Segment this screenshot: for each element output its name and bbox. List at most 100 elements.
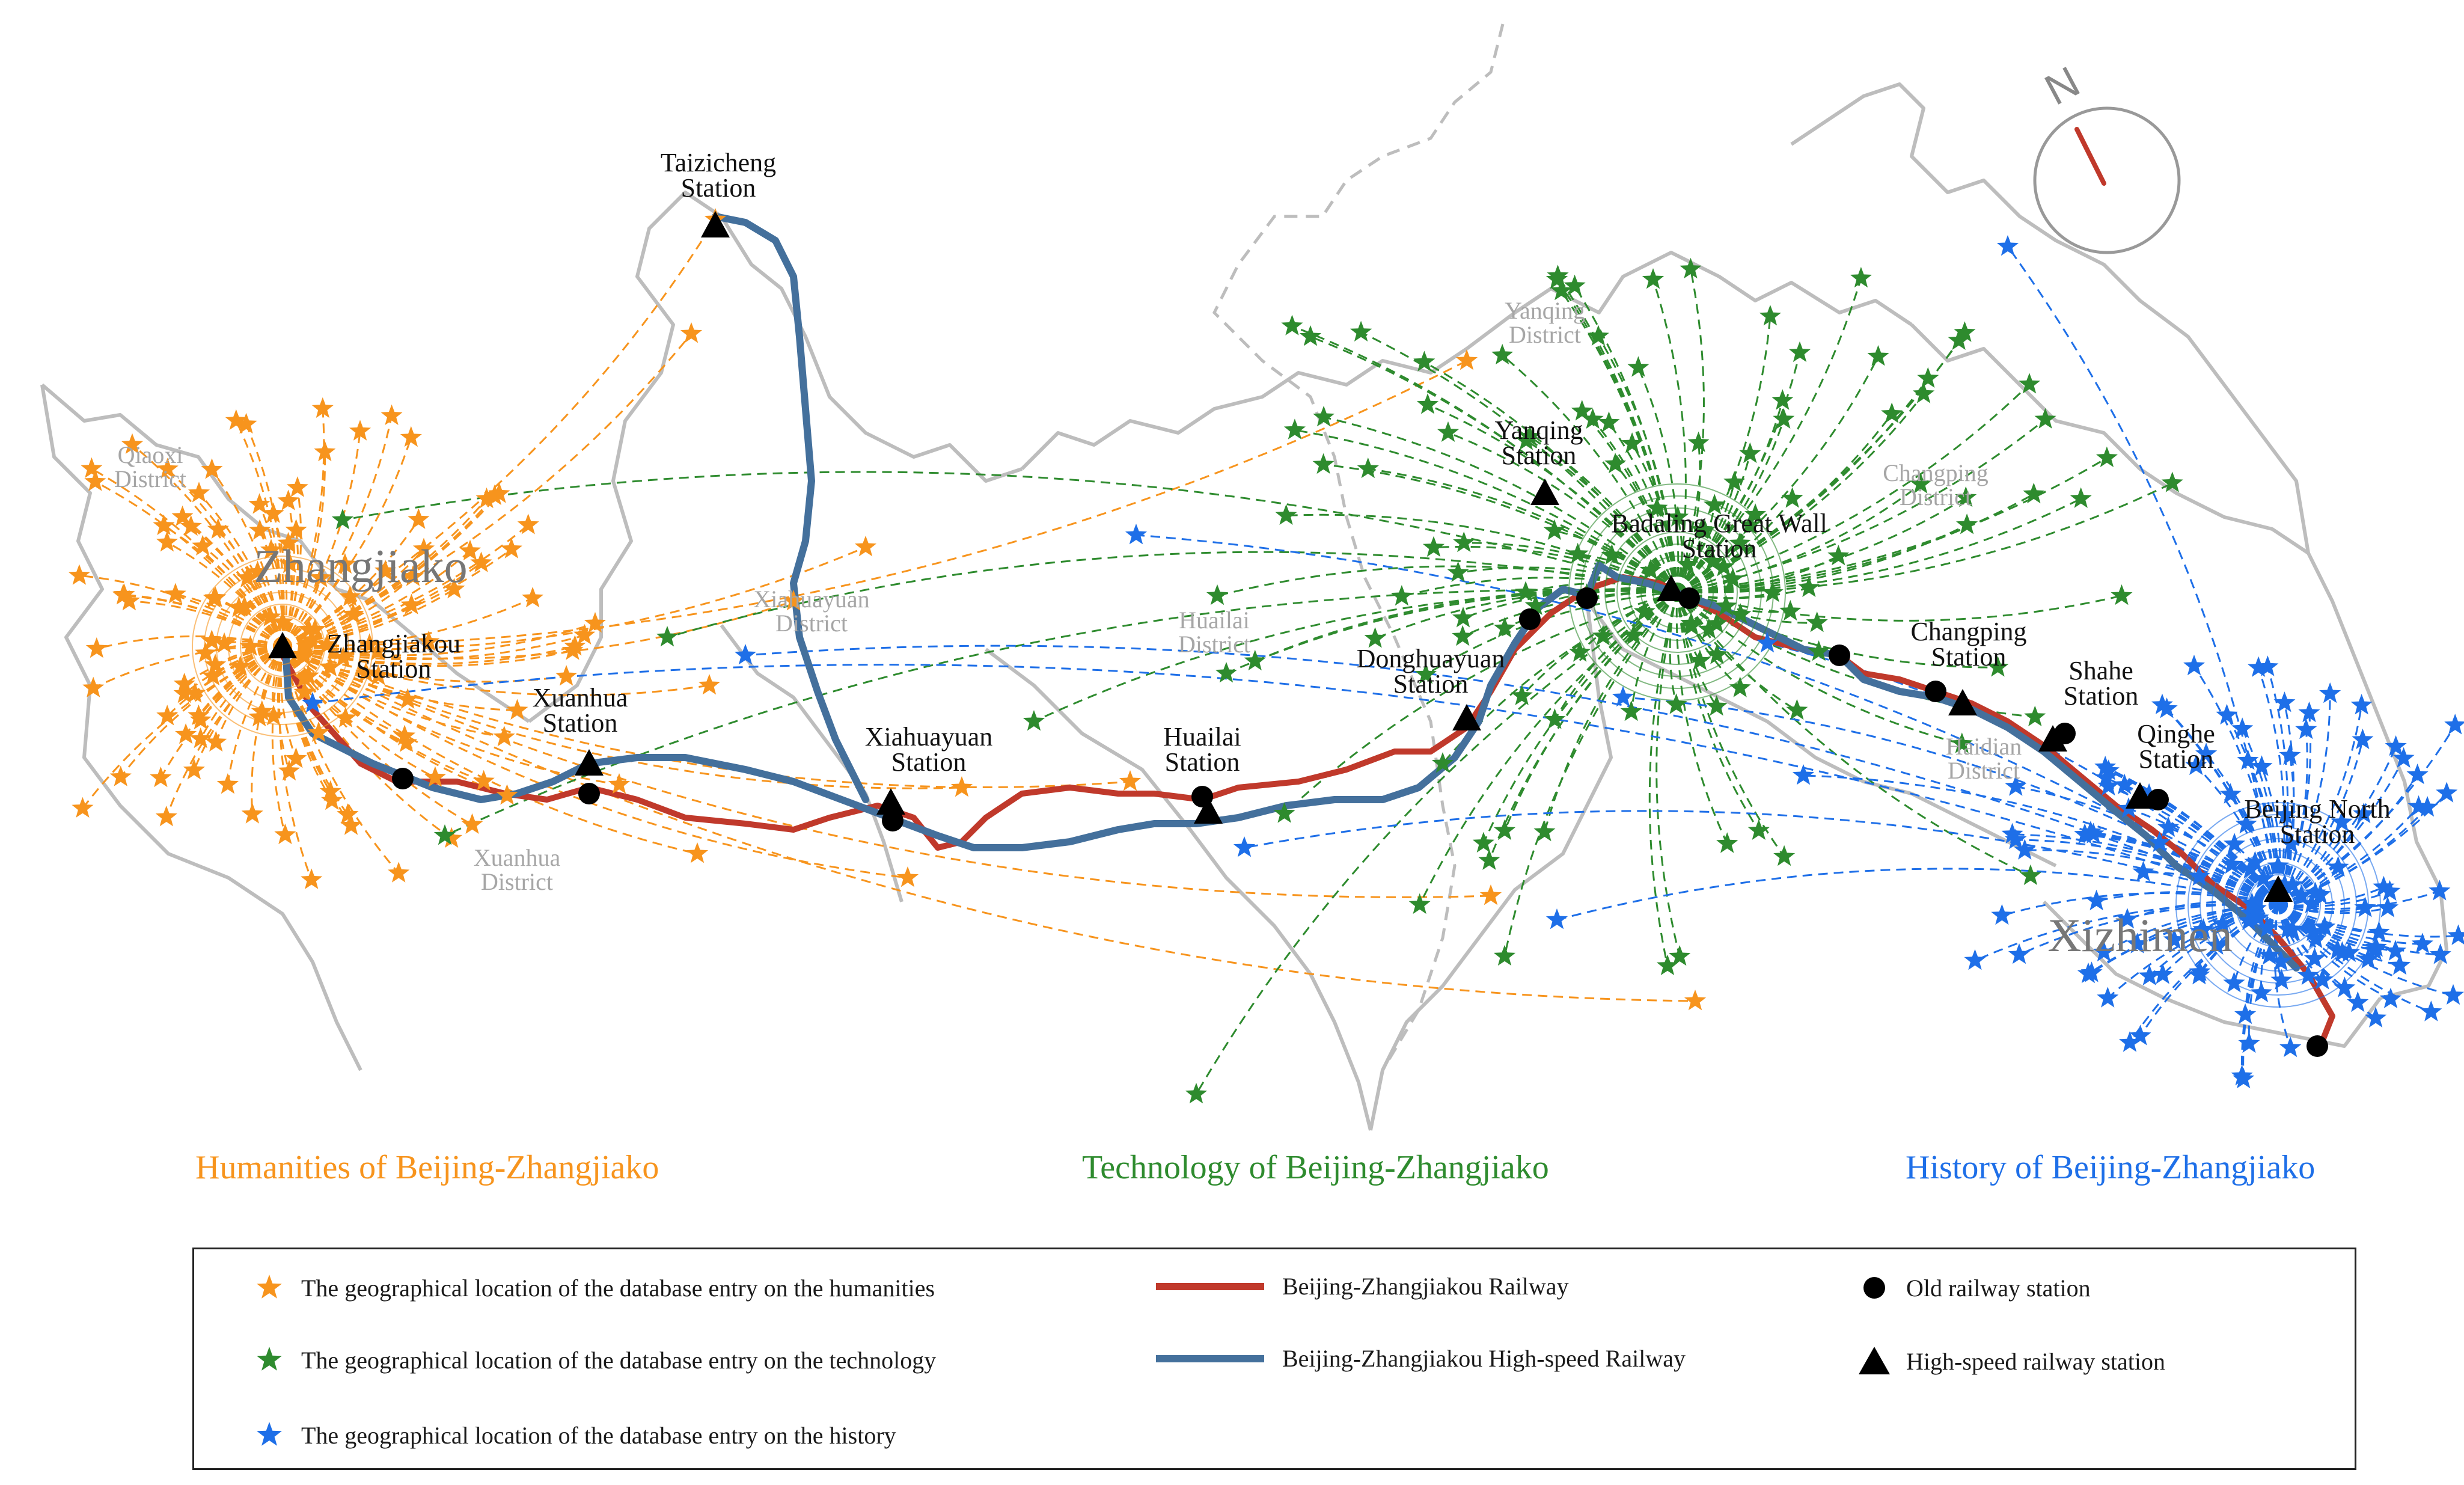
entry-star: [207, 518, 229, 539]
connection-line: [245, 424, 285, 647]
entry-star: [950, 776, 973, 797]
connection-line: [1630, 592, 1678, 712]
entry-star: [2157, 816, 2180, 837]
highspeed-station-triangle: [575, 749, 604, 776]
entry-star: [1447, 561, 1469, 582]
connection-line: [281, 437, 412, 648]
entry-star: [334, 553, 356, 574]
connection-line: [2105, 766, 2279, 905]
entry-star: [201, 629, 223, 651]
station-label-beijingnorth: Beijing North: [2244, 794, 2390, 824]
entry-star: [274, 823, 296, 845]
legend-label-humanities: The geographical location of the databas…: [301, 1274, 935, 1302]
entry-star: [1706, 643, 1728, 664]
entry-star: [1729, 603, 1752, 624]
entry-star: [2334, 976, 2356, 997]
entry-star: [2247, 907, 2269, 928]
entry-star: [2185, 754, 2207, 776]
entry-star: [1705, 612, 1728, 634]
boundary-changping: [1910, 323, 2310, 555]
entry-star: [301, 692, 324, 713]
entry-star: [698, 674, 721, 695]
connection-line: [281, 488, 302, 647]
entry-star: [2206, 934, 2228, 955]
entry-star: [1545, 908, 1568, 929]
connection-line: [1677, 524, 1751, 593]
entry-star: [461, 813, 483, 834]
entry-star: [2114, 773, 2136, 795]
entry-star: [339, 585, 361, 607]
entry-star: [155, 806, 177, 827]
connection-line: [251, 646, 284, 815]
entry-star: [2365, 1006, 2387, 1027]
entry-star: [488, 482, 510, 503]
entry-star: [278, 552, 301, 574]
entry-star: [260, 539, 282, 560]
station-label-zhangjiakou-sub: Station: [356, 654, 432, 684]
district-label-xiahuayuan: Xiahuayuan: [753, 586, 869, 613]
entry-star: [2302, 920, 2325, 942]
entry-star: [1881, 402, 1903, 423]
entry-star: [349, 420, 371, 441]
entry-star: [2385, 735, 2407, 756]
entry-star: [782, 590, 805, 611]
connection-line: [1368, 468, 1678, 593]
legend-label-highspeed: Beijing-Zhangjiakou High-speed Railway: [1282, 1345, 1686, 1372]
entry-star: [319, 655, 341, 677]
entry-star: [189, 708, 212, 730]
entry-star: [394, 724, 416, 746]
entry-star: [1954, 321, 1976, 342]
entry-star: [1437, 421, 1460, 442]
entry-star: [2014, 839, 2036, 860]
station-label-xuanhua: Xuanhua: [533, 683, 628, 712]
entry-star: [278, 759, 301, 781]
entry-star: [286, 476, 308, 497]
entry-star: [470, 551, 492, 572]
highspeed-station-triangle: [1948, 689, 1977, 715]
entry-star: [121, 433, 144, 454]
entry-star: [2327, 856, 2349, 877]
entry-star: [2223, 972, 2245, 993]
station-label-qinghe-sub: Station: [2139, 744, 2214, 774]
entry-star: [183, 759, 205, 780]
entry-star: [1283, 418, 1306, 439]
entry-star: [249, 519, 271, 540]
entry-star: [2238, 1032, 2260, 1053]
connection-line: [1244, 810, 2279, 906]
entry-star: [397, 688, 419, 709]
entry-star: [310, 566, 332, 587]
entry-star: [1453, 531, 1475, 553]
entry-star: [680, 322, 703, 343]
entry-star: [225, 409, 247, 430]
legend-label-railway: Beijing-Zhangjiakou Railway: [1282, 1273, 1569, 1300]
entry-star: [1281, 314, 1303, 335]
district-label-xuanhua: Xuanhua: [474, 844, 561, 871]
entry-star: [1669, 945, 1691, 966]
entry-star: [1515, 429, 1537, 450]
entry-star: [188, 482, 210, 503]
boundary-south-beijing: [2042, 900, 2382, 1048]
connection-line: [1488, 591, 1678, 862]
highspeed-station-triangle: [268, 632, 297, 658]
entry-star: [248, 705, 271, 727]
entry-star: [2023, 482, 2045, 504]
legend-item-highspeed: Beijing-Zhangjiakou High-speed Railway: [1156, 1344, 1686, 1373]
entry-star: [293, 645, 316, 666]
entry-star: [150, 766, 172, 788]
connection-line: [183, 645, 283, 685]
connection-line: [1503, 592, 1678, 957]
entry-star: [1850, 266, 1872, 288]
entry-star: [1125, 524, 1148, 545]
station-label-beijingnorth-sub: Station: [2280, 819, 2355, 849]
entry-star: [2163, 928, 2185, 949]
entry-star: [1761, 581, 1784, 602]
entry-star: [285, 519, 307, 540]
entry-star: [236, 566, 258, 587]
entry-star: [204, 654, 227, 675]
entry-star: [2300, 892, 2323, 913]
entry-star: [2096, 446, 2118, 467]
entry-star: [2314, 916, 2336, 937]
entry-star: [1779, 599, 1802, 621]
connection-line: [1974, 902, 2279, 962]
